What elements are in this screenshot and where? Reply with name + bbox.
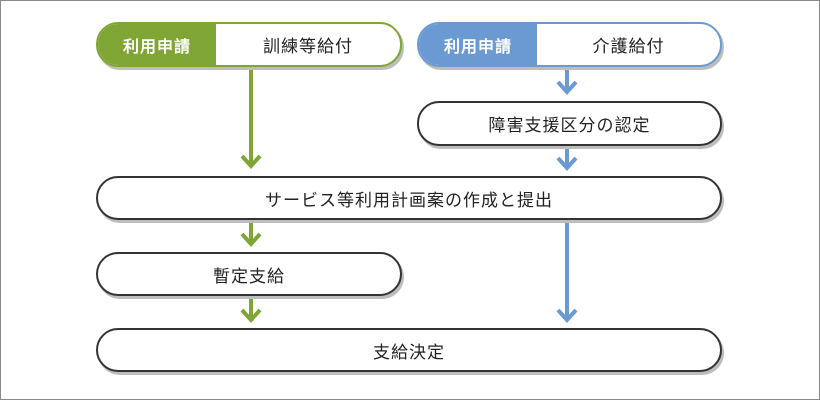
blue-arrowhead-icon [556, 156, 578, 171]
blue-arrowhead-icon [556, 308, 578, 323]
payment-decision-box: 支給決定 [96, 328, 722, 372]
green-arrowhead-icon [240, 154, 262, 169]
training-benefits-label: 訓練等給付 [263, 37, 353, 57]
application-tag: 利用申請 [419, 24, 537, 65]
application-tag: 利用申請 [98, 24, 216, 65]
application-care-benefits: 利用申請 介護給付 [417, 22, 722, 67]
blue-arrowhead-icon [556, 80, 578, 95]
application-training-benefits: 利用申請 訓練等給付 [96, 22, 402, 67]
care-benefits-label: 介護給付 [592, 37, 665, 57]
green-arrowhead-icon [240, 232, 262, 247]
service-plan-box: サービス等利用計画案の作成と提出 [96, 176, 722, 220]
provisional-payment-box: 暫定支給 [96, 252, 402, 296]
disability-support-certification-box: 障害支援区分の認定 [417, 101, 722, 146]
green-arrowhead-icon [240, 308, 262, 323]
